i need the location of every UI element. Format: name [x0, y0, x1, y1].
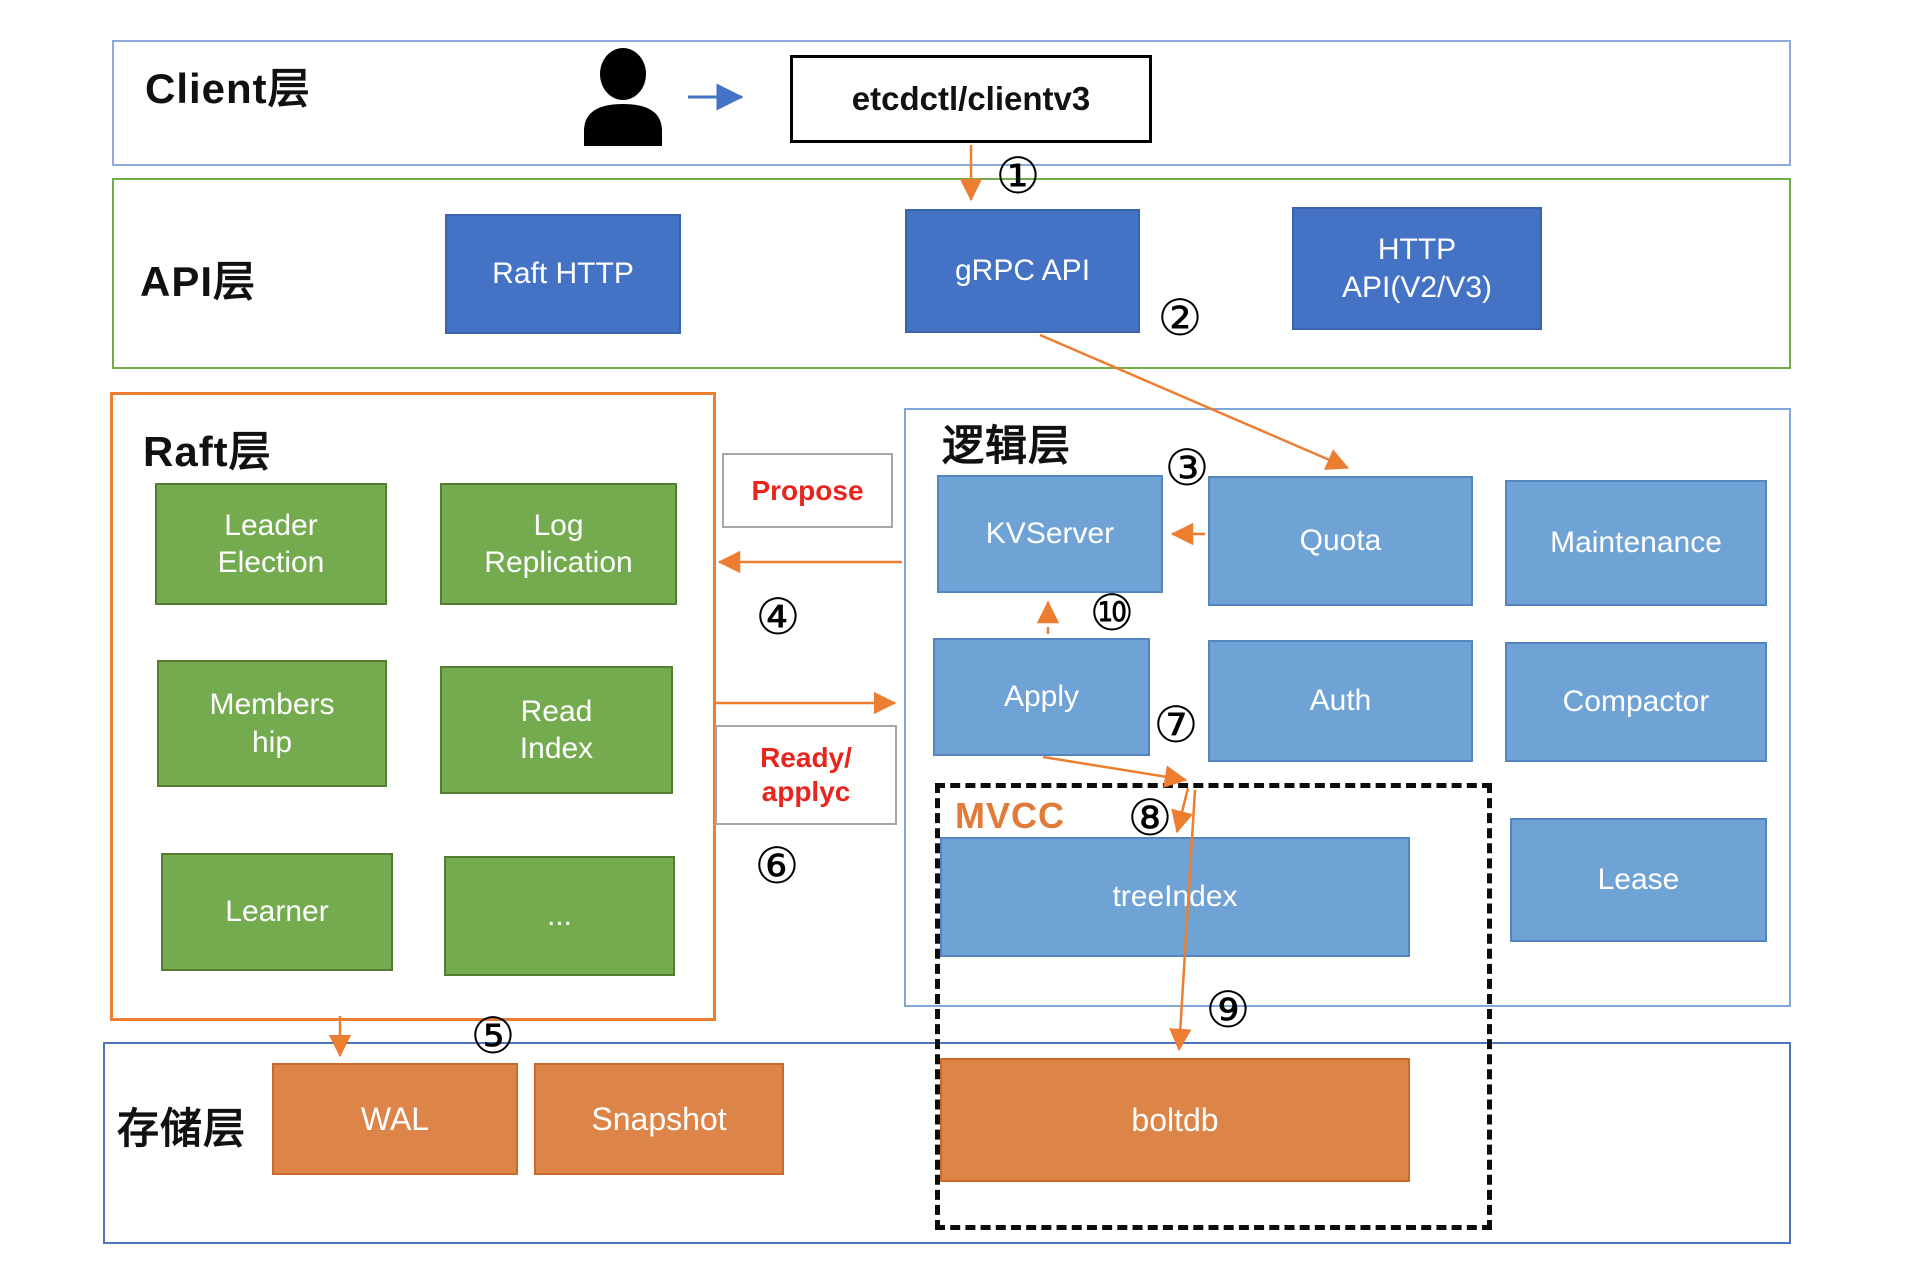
- membership-line2: hip: [251, 725, 293, 759]
- node-auth: Auth: [1208, 640, 1473, 762]
- step-1: ①: [995, 147, 1041, 205]
- read-index-line2: Index: [519, 732, 594, 765]
- step-8: ⑧: [1127, 789, 1173, 847]
- client-layer-box: [112, 40, 1791, 166]
- node-lease: Lease: [1510, 818, 1767, 942]
- storage-layer-box: [103, 1042, 1791, 1244]
- client-layer-label: Client层: [145, 65, 311, 112]
- node-leader-election: Leader Election: [155, 483, 387, 605]
- node-wal: WAL: [272, 1063, 518, 1175]
- log-replication-line1: Log: [533, 508, 584, 542]
- node-more: ...: [444, 856, 675, 976]
- membership-line1: Members: [209, 688, 335, 721]
- step-4: ④: [755, 588, 801, 646]
- node-maintenance: Maintenance: [1505, 480, 1767, 606]
- ready-applyc-line2: applyc: [761, 776, 851, 807]
- node-http-api-line1: HTTP: [1377, 233, 1457, 266]
- api-layer-box: [112, 178, 1791, 369]
- node-learner: Learner: [161, 853, 393, 971]
- step-3: ③: [1164, 439, 1210, 497]
- person-icon: [584, 48, 662, 146]
- mvcc-dashed-box: [935, 783, 1492, 1230]
- leader-election-line2: Election: [217, 546, 325, 579]
- step-9: ⑨: [1205, 981, 1251, 1039]
- api-layer-label: API层: [140, 258, 257, 305]
- etcdctl-clientv3-node: etcdctl/clientv3: [790, 55, 1152, 143]
- node-http-api-line2: API(V2/V3): [1341, 270, 1493, 304]
- node-membership: Members hip: [157, 660, 387, 787]
- propose-label: Propose: [722, 453, 893, 528]
- node-log-replication: Log Replication: [440, 483, 677, 605]
- node-boltdb: boltdb: [940, 1058, 1410, 1182]
- step-6: ⑥: [754, 837, 800, 895]
- node-grpc-api: gRPC API: [905, 209, 1140, 333]
- raft-layer-box: [110, 392, 716, 1021]
- node-apply: Apply: [933, 638, 1150, 756]
- step-10: ⑩: [1089, 584, 1135, 642]
- ready-applyc-label: Ready/ applyc: [715, 725, 897, 825]
- step-7: ⑦: [1153, 696, 1199, 754]
- node-raft-http: Raft HTTP: [445, 214, 681, 334]
- node-quota: Quota: [1208, 476, 1473, 606]
- raft-layer-label: Raft层: [143, 428, 272, 475]
- node-compactor: Compactor: [1505, 642, 1767, 762]
- log-replication-line2: Replication: [484, 546, 633, 579]
- step-2: ②: [1157, 289, 1203, 347]
- leader-election-line1: Leader: [224, 508, 318, 542]
- node-http-api: HTTP API(V2/V3): [1292, 207, 1542, 330]
- mvcc-label: MVCC: [955, 795, 1065, 836]
- node-read-index: Read Index: [440, 666, 673, 794]
- read-index-line1: Read: [520, 694, 593, 728]
- ready-applyc-line1: Ready/: [760, 742, 852, 774]
- logic-layer-label: 逻辑层: [942, 422, 1072, 469]
- step-5: ⑤: [470, 1007, 516, 1065]
- node-kvserver: KVServer: [937, 475, 1163, 593]
- node-treeindex: treeIndex: [940, 837, 1410, 957]
- node-snapshot: Snapshot: [534, 1063, 784, 1175]
- storage-layer-label: 存储层: [117, 1105, 247, 1152]
